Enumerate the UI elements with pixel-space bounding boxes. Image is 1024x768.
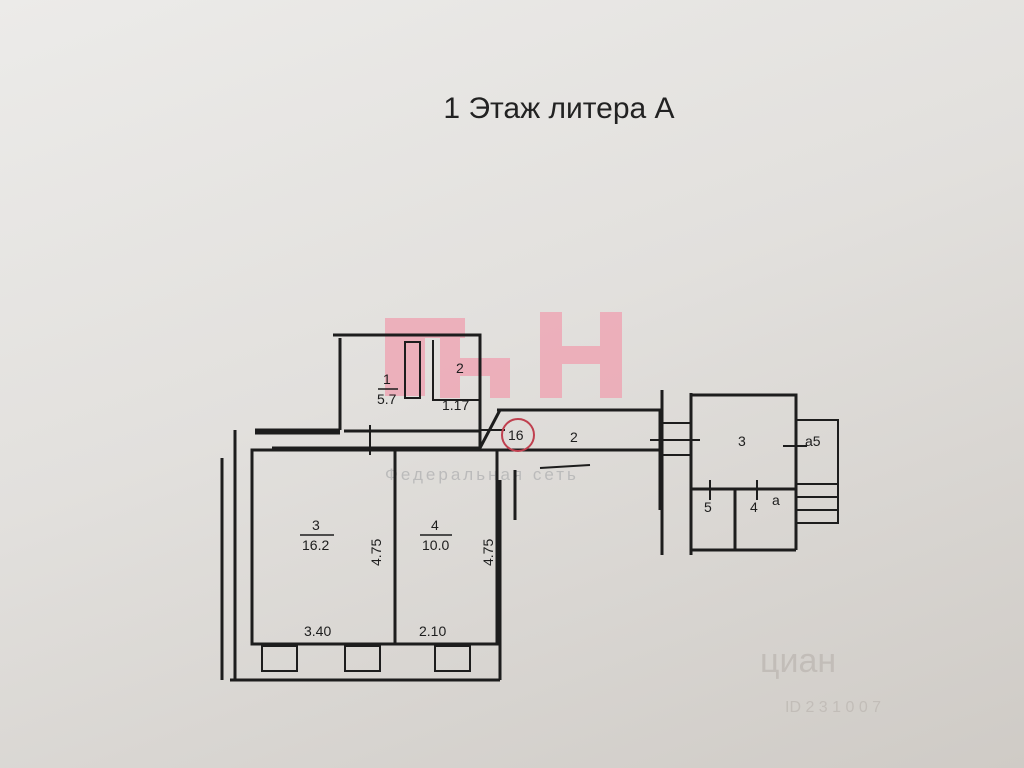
room-4-height: 4.75: [480, 539, 496, 566]
room-2-number: 2: [456, 360, 464, 376]
annex-room-3: 3: [738, 433, 746, 449]
walls-main: [220, 333, 700, 682]
room-1-number: 1: [383, 371, 391, 387]
watermark-cian: циан: [760, 642, 836, 680]
room-marker: 16: [508, 427, 524, 443]
annex-room-a: a: [772, 492, 780, 508]
room-marker-circle: [501, 418, 535, 452]
room-4-width: 2.10: [419, 623, 446, 639]
room-4-area: 10.0: [422, 537, 449, 553]
walls-annex: [660, 390, 839, 555]
annex-room-a5: a5: [805, 433, 821, 449]
annex-room-5: 5: [704, 499, 712, 515]
room-3-number: 3: [312, 517, 320, 533]
corridor-number: 2: [570, 429, 578, 445]
room-3-width: 3.40: [304, 623, 331, 639]
room-3-area: 16.2: [302, 537, 329, 553]
annex-room-4: 4: [750, 499, 758, 515]
watermark-logo: [385, 312, 622, 398]
watermark-text: Федеральная сеть: [385, 465, 579, 484]
room-3-height: 4.75: [368, 539, 384, 566]
watermark-id: ID 2 3 1 0 0 7: [785, 699, 881, 716]
room-1-area: 5.7: [377, 391, 397, 407]
room-2-dimension: 1.17: [442, 397, 469, 413]
room-4-number: 4: [431, 517, 439, 533]
page-title: 1 Этаж литера А: [443, 92, 675, 125]
